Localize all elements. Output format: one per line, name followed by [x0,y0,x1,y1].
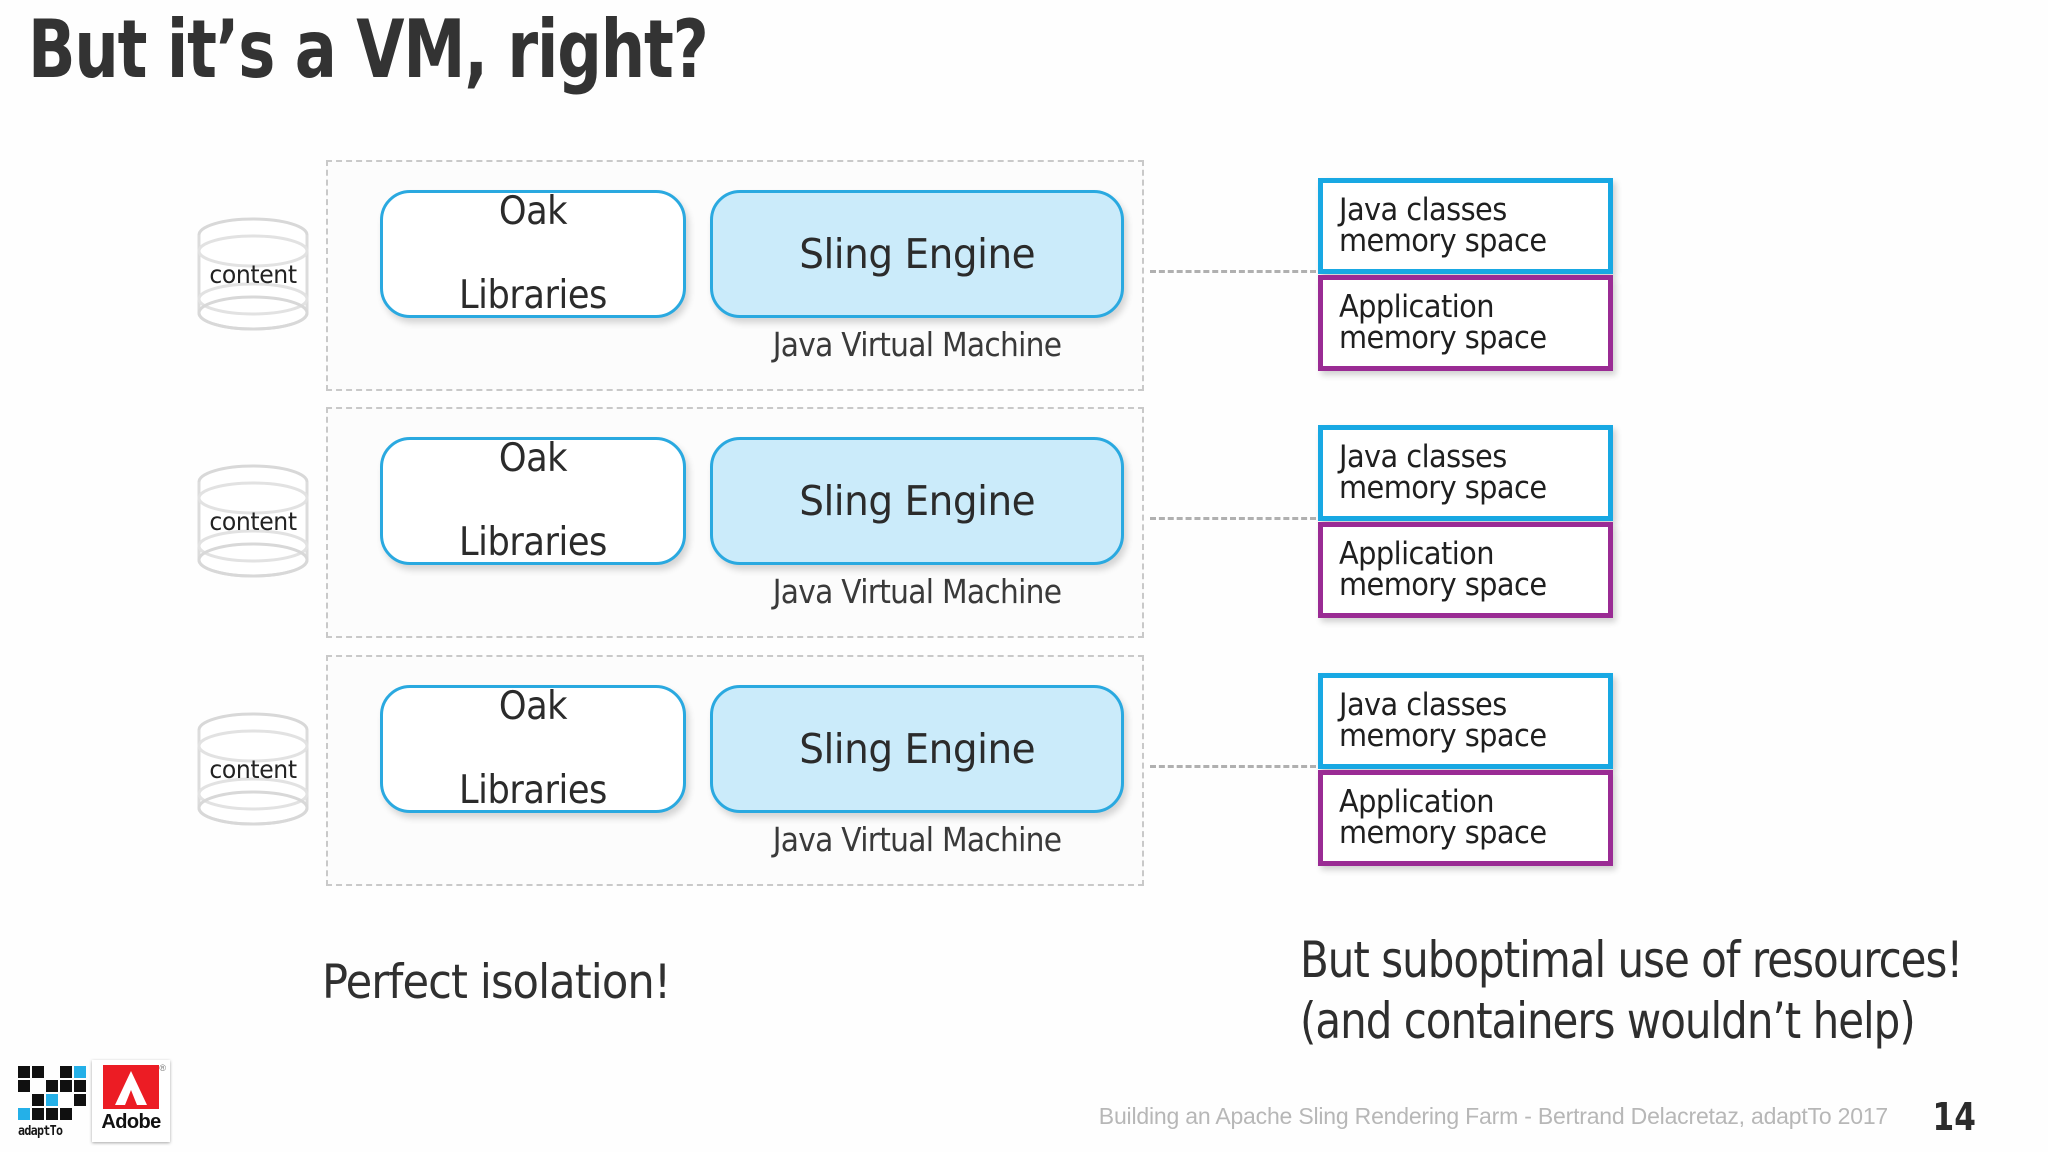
footer-attribution: Building an Apache Sling Rendering Farm … [1098,1103,1888,1129]
sling-engine-label: Sling Engine [799,725,1035,773]
caption-right-line-1: But suboptimal use of resources! [1300,931,1963,989]
adaptto-logo: adaptTo [18,1062,86,1142]
jvm-container: Oak Libraries Sling Engine Java Virtual … [326,655,1144,886]
application-memory-box[interactable]: Application memory space [1318,275,1613,371]
sling-engine-box[interactable]: Sling Engine [710,190,1124,318]
app-memory-line-2: memory space [1339,815,1547,851]
caption-right-line-2: (and containers wouldn’t help) [1300,992,1916,1050]
oak-libraries-box[interactable]: Oak Libraries [380,685,686,813]
java-memory-line-2: memory space [1339,223,1547,259]
vm-row: content Oak Libraries Sling Engine Java … [0,407,2048,655]
vm-row: content Oak Libraries Sling Engine Java … [0,655,2048,903]
memory-connector-line [1150,765,1316,768]
adobe-a-icon [103,1065,159,1109]
page-number: 14 [1932,1095,1976,1139]
jvm-caption: Java Virtual Machine [772,820,1062,859]
cylinder-shape [197,217,309,331]
application-memory-box[interactable]: Application memory space [1318,522,1613,618]
logo-bar: adaptTo ® Adobe [18,1058,178,1142]
page-title: But it’s a VM, right? [28,3,709,96]
java-classes-memory-box[interactable]: Java classes memory space [1318,178,1613,274]
app-memory-line-1: Application [1339,536,1495,572]
app-memory-line-1: Application [1339,784,1495,820]
jvm-caption: Java Virtual Machine [772,572,1062,611]
sling-engine-label: Sling Engine [799,477,1035,525]
application-memory-box[interactable]: Application memory space [1318,770,1613,866]
java-classes-memory-box[interactable]: Java classes memory space [1318,673,1613,769]
registered-trademark-icon: ® [159,1063,166,1073]
vm-row: content Oak Libraries Sling Engine Java … [0,160,2048,408]
oak-line-1: Oak [498,683,568,729]
caption-perfect-isolation: Perfect isolation! [322,955,671,1010]
memory-space-stack: Java classes memory space Application me… [1318,673,1613,866]
oak-line-2: Libraries [459,768,607,814]
app-memory-line-2: memory space [1339,320,1547,356]
sling-engine-label: Sling Engine [799,230,1035,278]
adobe-wordmark: Adobe [101,1111,161,1133]
java-classes-memory-box[interactable]: Java classes memory space [1318,425,1613,521]
oak-line-1: Oak [498,188,568,234]
adobe-logo: ® Adobe [92,1060,170,1142]
content-datastore-icon: content [190,710,316,828]
java-memory-line-1: Java classes [1339,439,1507,475]
java-memory-line-1: Java classes [1339,687,1507,723]
oak-line-2: Libraries [459,520,607,566]
sling-engine-box[interactable]: Sling Engine [710,685,1124,813]
cylinder-shape [197,464,309,578]
adaptto-wordmark: adaptTo [18,1124,63,1139]
app-memory-line-2: memory space [1339,567,1547,603]
memory-space-stack: Java classes memory space Application me… [1318,178,1613,371]
content-label: content [209,259,297,289]
oak-libraries-box[interactable]: Oak Libraries [380,437,686,565]
app-memory-line-1: Application [1339,289,1495,325]
memory-connector-line [1150,270,1316,273]
adaptto-pixel-grid-icon [18,1066,86,1120]
sling-engine-box[interactable]: Sling Engine [710,437,1124,565]
oak-line-2: Libraries [459,273,607,319]
java-memory-line-2: memory space [1339,718,1547,754]
caption-suboptimal-resources: But suboptimal use of resources! (and co… [1300,930,1963,1052]
cylinder-shape [197,712,309,826]
java-memory-line-1: Java classes [1339,192,1507,228]
content-label: content [209,506,297,536]
java-memory-line-2: memory space [1339,470,1547,506]
jvm-container: Oak Libraries Sling Engine Java Virtual … [326,407,1144,638]
content-datastore-icon: content [190,462,316,580]
jvm-container: Oak Libraries Sling Engine Java Virtual … [326,160,1144,391]
jvm-caption: Java Virtual Machine [772,325,1062,364]
content-label: content [209,754,297,784]
memory-connector-line [1150,517,1316,520]
memory-space-stack: Java classes memory space Application me… [1318,425,1613,618]
content-datastore-icon: content [190,215,316,333]
oak-libraries-box[interactable]: Oak Libraries [380,190,686,318]
oak-line-1: Oak [498,435,568,481]
